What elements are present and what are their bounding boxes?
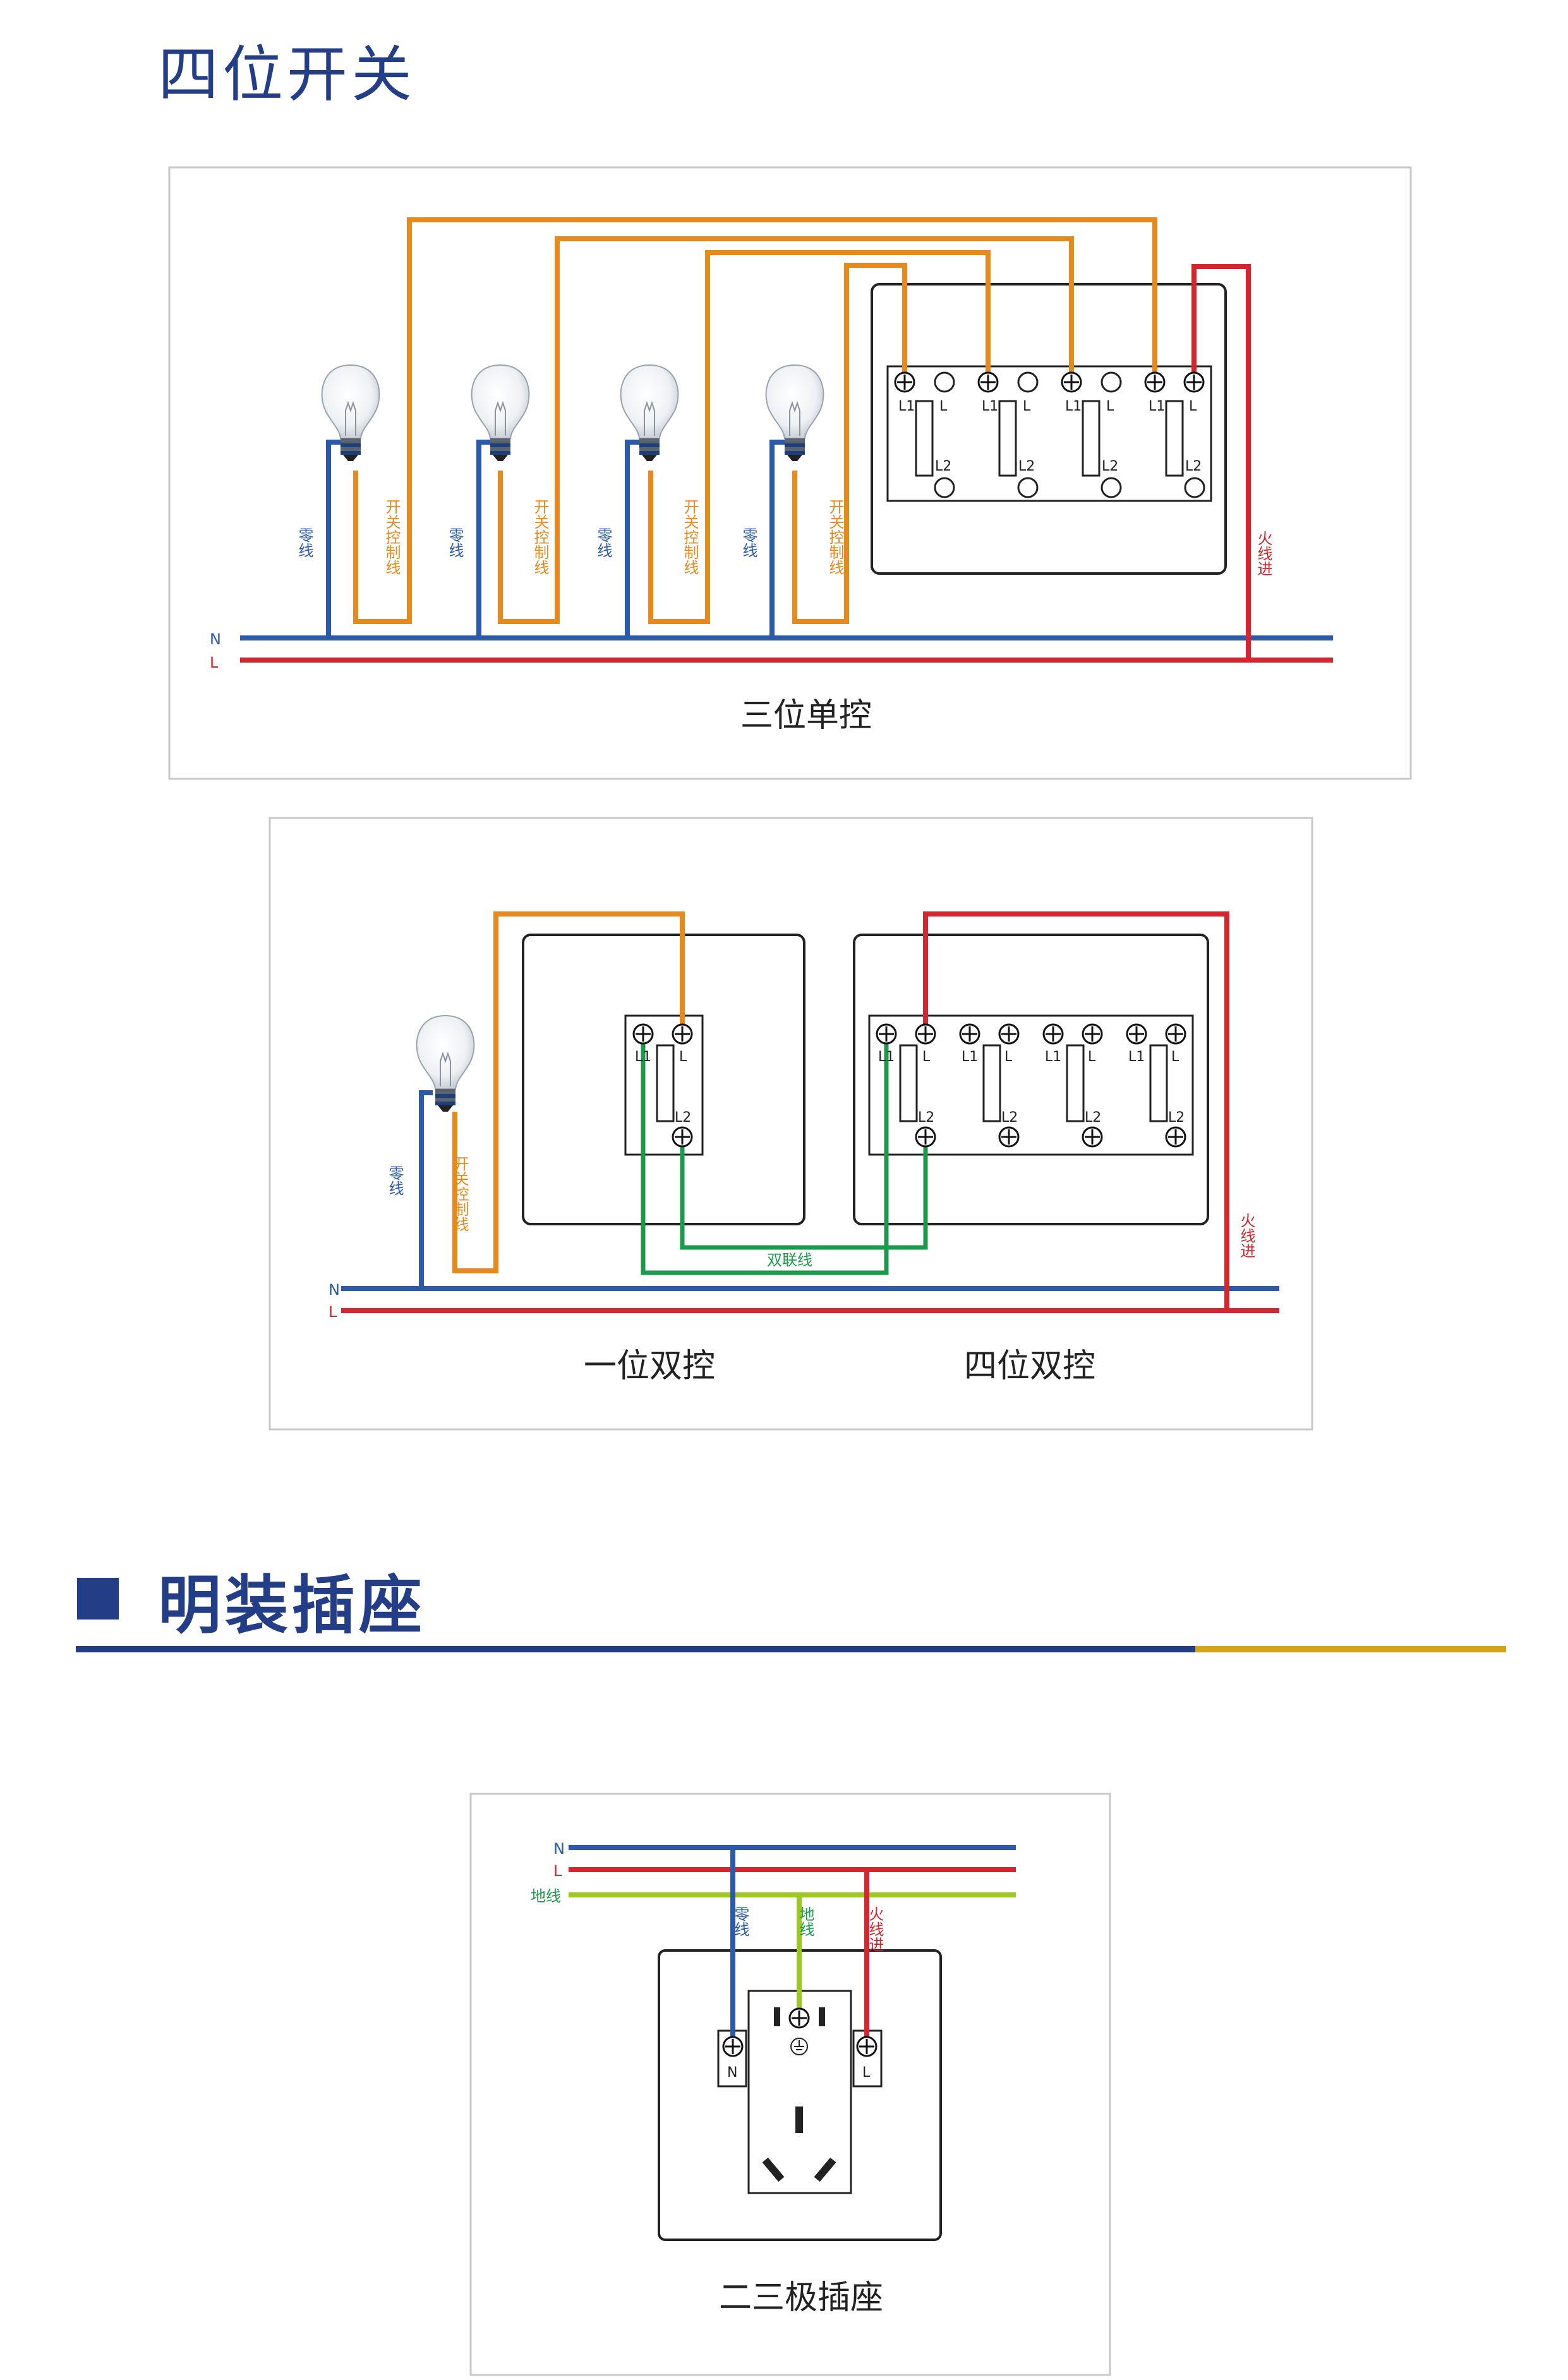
- wire-labels-diagram2: 零线 开关控制线 火线进 双联线: [386, 1156, 1255, 1269]
- label-neutral: 零线: [732, 1906, 749, 1937]
- label-live-in: 火线进: [1255, 531, 1272, 576]
- diagram-socket: N L 地线 N L 零线 地线 火线进 二: [469, 1793, 1111, 2376]
- wire-labels-diagram1: 零线 开关控制线 零线 开关控制线 零线 开关控制线 零线 开关控制线 火线进: [296, 499, 1272, 576]
- section-rule-blue: [76, 1646, 1195, 1652]
- svg-text:L2: L2: [1018, 459, 1035, 474]
- svg-text:L2: L2: [935, 459, 951, 474]
- neutral-drop-lamp-2: [476, 440, 495, 638]
- label-control-1: 开关控制线: [383, 499, 401, 575]
- neutral-drop-lamp-3: [625, 440, 643, 638]
- svg-text:L1: L1: [1149, 399, 1165, 414]
- control-wire-3: [648, 250, 991, 624]
- bus-label-l: L: [210, 654, 219, 671]
- terminal-labels-diagram1: L1 L L2 L1 L L2 L1 L L2 L1 L L2: [898, 399, 1202, 474]
- section-title-surface-socket: 明装插座: [158, 1568, 426, 1642]
- label-neutral-3: 零线: [594, 527, 612, 558]
- svg-text:L2: L2: [1168, 1110, 1185, 1126]
- svg-text:L1: L1: [1045, 1049, 1061, 1065]
- svg-text:L: L: [922, 1049, 931, 1065]
- bus-label-l: L: [329, 1303, 337, 1321]
- bridge-wire-b: [680, 1137, 928, 1250]
- diagram-double-control: N L L1 L L2 L1 L L2 L1 L L2 L1 L: [268, 817, 1313, 1431]
- label-bridge: 双联线: [767, 1251, 812, 1269]
- label-control-2: 开关控制线: [531, 499, 549, 575]
- label-control-3: 开关控制线: [681, 499, 699, 575]
- svg-text:L1: L1: [635, 1049, 651, 1065]
- switch-gang-4: [1165, 400, 1205, 498]
- svg-text:L: L: [1023, 399, 1031, 414]
- svg-text:L2: L2: [1185, 459, 1202, 474]
- svg-text:L: L: [1171, 1049, 1179, 1065]
- label-control-4: 开关控制线: [826, 499, 844, 575]
- svg-text:L: L: [1088, 1049, 1096, 1065]
- svg-text:L: L: [1189, 399, 1197, 414]
- label-earth: 地线: [797, 1906, 814, 1937]
- control-wire-4: [792, 263, 907, 624]
- neutral-drop-lamp-1: [326, 440, 344, 638]
- svg-text:L1: L1: [1065, 399, 1082, 414]
- neutral-drop-lamp-4: [769, 440, 788, 638]
- control-wire-2: [498, 236, 1074, 624]
- label-neutral: 零线: [386, 1165, 404, 1196]
- svg-text:L: L: [1106, 399, 1114, 414]
- section-marker-square: [77, 1578, 119, 1620]
- diagram-three-gang-single-control: N L L1 L L2 L1 L L2 L1: [168, 166, 1412, 780]
- svg-text:L2: L2: [918, 1110, 934, 1126]
- earth-ground-icon: [790, 2038, 808, 2055]
- label-live-in: 火线进: [1238, 1213, 1255, 1258]
- live-feed-wire: [1191, 264, 1251, 660]
- switch-gang-3: [1082, 400, 1122, 498]
- section-title-four-gang-switch: 四位开关: [158, 39, 416, 110]
- svg-text:L2: L2: [675, 1110, 691, 1126]
- svg-text:L: L: [1004, 1049, 1013, 1065]
- svg-text:L1: L1: [1128, 1049, 1145, 1065]
- bus-label-n: N: [210, 630, 221, 648]
- wire-labels-diagram3: 零线 地线 火线进: [732, 1906, 884, 1952]
- control-wire: [452, 911, 685, 1273]
- label-live-in: 火线进: [866, 1906, 884, 1952]
- bus-label-earth: 地线: [531, 1887, 561, 1905]
- control-wire-1: [353, 217, 1157, 624]
- svg-text:L1: L1: [982, 399, 998, 414]
- svg-text:L1: L1: [962, 1049, 978, 1065]
- label-control: 开关控制线: [451, 1156, 469, 1232]
- bus-label-n: N: [553, 1840, 565, 1858]
- svg-text:L2: L2: [1085, 1110, 1101, 1126]
- live-feed-wire: [923, 911, 1229, 1311]
- terminal-labels-diagram2: L1 L L2 L1 L L2 L1 L L2 L1 L L2 L1 L L2: [635, 1049, 1185, 1126]
- bus-label-l: L: [553, 1862, 562, 1880]
- label-neutral-4: 零线: [740, 527, 757, 558]
- label-neutral-2: 零线: [446, 527, 464, 558]
- svg-text:L1: L1: [878, 1049, 895, 1065]
- switch-gang-1: [915, 400, 955, 498]
- svg-text:L: L: [939, 399, 948, 414]
- svg-text:L2: L2: [1102, 459, 1118, 474]
- svg-text:L2: L2: [1001, 1110, 1018, 1126]
- bridge-wire-a: [641, 1031, 889, 1275]
- bus-label-n: N: [329, 1281, 340, 1299]
- diagram1-caption: 三位单控: [740, 697, 872, 735]
- neutral-drop-lamp: [419, 1090, 433, 1289]
- svg-text:L1: L1: [898, 399, 915, 414]
- diagram2-caption-left: 一位双控: [584, 1347, 715, 1385]
- switch-gang-2: [998, 400, 1039, 498]
- diagram3-caption: 二三极插座: [719, 2279, 883, 2317]
- terminal-label-n: N: [727, 2065, 737, 2081]
- diagram2-caption-right: 四位双控: [964, 1347, 1095, 1385]
- label-neutral-1: 零线: [296, 527, 313, 558]
- terminal-label-l: L: [862, 2065, 871, 2081]
- section-rule-gold: [1195, 1646, 1506, 1652]
- svg-text:L: L: [679, 1049, 687, 1065]
